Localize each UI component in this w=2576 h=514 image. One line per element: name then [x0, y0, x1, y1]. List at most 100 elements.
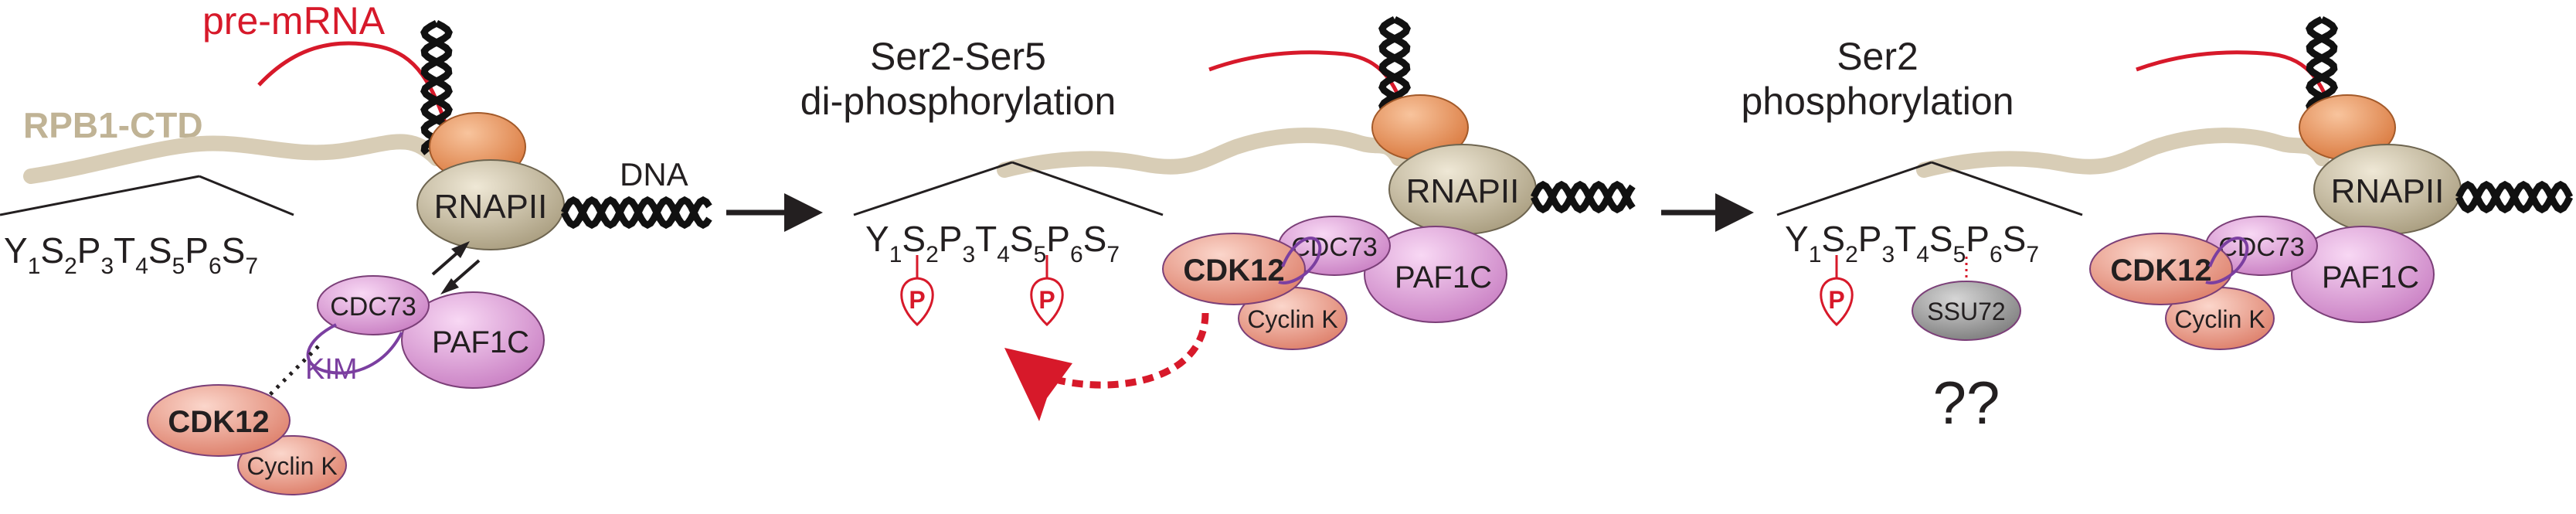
ctd-residue-index-4: 4 — [997, 242, 1010, 267]
dna-strand-2 — [560, 196, 712, 230]
phospho-label-ser2-3: P — [1828, 286, 1844, 314]
ctd-residue-1: Y — [865, 219, 889, 259]
binding-arrows — [431, 241, 481, 294]
dna-strand-2 — [2455, 180, 2574, 214]
ctd-residue-index-5: 5 — [1953, 242, 1966, 267]
ctd-residue-4: T — [114, 230, 135, 271]
ctd-tail-3 — [1916, 128, 2330, 178]
kim-loop — [306, 323, 403, 375]
kinase-action-arrow — [1058, 312, 1209, 389]
transition-arrow-1 — [726, 193, 823, 232]
paf1c-label-2: PAF1C — [1395, 260, 1492, 294]
kim-label: KIM — [305, 353, 358, 386]
paf1c-label: PAF1C — [432, 325, 529, 359]
ctd-residue-5: S — [1929, 219, 1953, 259]
paf1c-label-3: PAF1C — [2322, 260, 2419, 294]
ctd-residue-index-3: 3 — [1881, 242, 1895, 267]
question-marks: ?? — [1933, 369, 2000, 437]
cyclin-k-label-2: Cyclin K — [1247, 305, 1337, 333]
ctd-motif-3: Y1S2P3T4S5P6S7 — [1785, 219, 2039, 267]
rnapii-label-3: RNAPII — [2331, 172, 2445, 210]
ssu72-ellipse — [1912, 281, 2021, 341]
panel-3: Ser2 phosphorylation Y1S2P3T4S5P6S7 P SS… — [1741, 16, 2574, 437]
ctd-residue-index-6: 6 — [1990, 242, 2003, 267]
phospho-label-ser5: P — [1038, 286, 1055, 314]
panel-3-title-line-2: phosphorylation — [1741, 80, 2014, 123]
transition-arrow-2 — [1661, 193, 1754, 232]
phospho-label-ser2: P — [909, 286, 925, 314]
ctd-tail-2 — [997, 128, 1406, 178]
ctd-residue-index-4: 4 — [1916, 242, 1929, 267]
kinase-action-arrowhead — [1004, 348, 1072, 421]
ctd-residue-2: S — [40, 230, 64, 271]
ctd-residue-1: Y — [1785, 219, 1809, 259]
ctd-bracket-right — [199, 175, 294, 216]
phospho-marker-ser2: P — [900, 255, 934, 327]
cdk12-ellipse — [147, 384, 291, 457]
ctd-residue-3: P — [77, 230, 101, 271]
ctd-residue-4: T — [975, 219, 997, 259]
rnapii-label-2: RNAPII — [1406, 172, 1520, 210]
ctd-residue-index-7: 7 — [2026, 242, 2039, 267]
cyclin-k-ellipse — [237, 435, 347, 495]
dna-label: DNA — [620, 156, 688, 192]
cdc73-label-2: CDC73 — [1291, 233, 1377, 262]
ctd-residue-index-5: 5 — [172, 254, 185, 279]
panel-2-title-line-2: di-phosphorylation — [800, 80, 1116, 123]
ctd-residue-4: T — [1895, 219, 1916, 259]
paf1c-ellipse — [401, 291, 545, 389]
ctd-bracket-left-3 — [1776, 161, 1932, 216]
kim-loop-3 — [2205, 237, 2249, 284]
cdk12-ellipse-3 — [2089, 233, 2233, 305]
dna-helix-horizontal — [560, 196, 712, 230]
dna-strand-1 — [1530, 180, 1636, 214]
rpb1-ctd-label: RPB1-CTD — [23, 105, 203, 145]
ctd-residue-6: P — [185, 230, 209, 271]
dna-helix-horizontal-2 — [1530, 180, 1636, 214]
ctd-residue-3: P — [1858, 219, 1882, 259]
ctd-residue-index-1: 1 — [1809, 242, 1822, 267]
ctd-residue-index-2: 2 — [1845, 242, 1858, 267]
ctd-residue-index-2: 2 — [64, 254, 77, 279]
cdk12-ellipse-2 — [1162, 233, 1306, 305]
ctd-residue-index-6: 6 — [1070, 242, 1083, 267]
cyclin-k-label: Cyclin K — [246, 452, 337, 480]
ctd-residue-index-1: 1 — [889, 242, 902, 267]
ctd-residue-1: Y — [4, 230, 28, 271]
ctd-motif-2: Y1S2P3T4S5P6S7 — [865, 219, 1120, 267]
cdk12-label-3: CDK12 — [2110, 254, 2211, 288]
cyclin-k-label-3: Cyclin K — [2174, 305, 2265, 333]
phospho-marker-ser2-3: P — [1820, 255, 1854, 327]
ctd-residue-index-2: 2 — [926, 242, 939, 267]
ctd-residue-5: S — [1010, 219, 1034, 259]
rnapii-label: RNAPII — [434, 188, 548, 226]
ctd-tail — [23, 134, 444, 184]
ssu72-label: SSU72 — [1927, 298, 2005, 325]
panel-2-title-line-1: Ser2-Ser5 — [870, 35, 1046, 78]
ctd-bracket-left — [0, 175, 200, 216]
paf1c-ellipse-2 — [1364, 226, 1507, 323]
ctd-bracket-left-2 — [853, 161, 1013, 216]
ctd-residue-6: P — [1046, 219, 1070, 259]
ctd-residue-index-5: 5 — [1034, 242, 1047, 267]
ctd-residue-index-3: 3 — [100, 254, 114, 279]
kim-loop-2 — [1278, 237, 1322, 284]
phospho-marker-ser5: P — [1030, 255, 1064, 327]
ctd-residue-index-7: 7 — [245, 254, 258, 279]
ctd-residue-index-7: 7 — [1106, 242, 1120, 267]
panel-2: Ser2-Ser5 di-phosphorylation Y1S2P3T4S5P… — [800, 16, 1636, 421]
ctd-bracket-right-2 — [1011, 161, 1164, 216]
ctd-motif: Y1S2P3T4S5P6S7 — [4, 230, 258, 279]
ctd-residue-2: S — [1821, 219, 1845, 259]
ctd-residue-2: S — [902, 219, 926, 259]
ctd-residue-index-6: 6 — [209, 254, 222, 279]
ctd-residue-7: S — [222, 230, 246, 271]
cdk12-label-2: CDK12 — [1183, 254, 1284, 288]
panel-3-title-line-1: Ser2 — [1837, 35, 1918, 78]
paf1c-ellipse-3 — [2291, 226, 2435, 323]
dna-helix-horizontal-3 — [2455, 180, 2574, 214]
pre-mrna-label: pre-mRNA — [202, 0, 386, 43]
ctd-residue-3: P — [939, 219, 963, 259]
